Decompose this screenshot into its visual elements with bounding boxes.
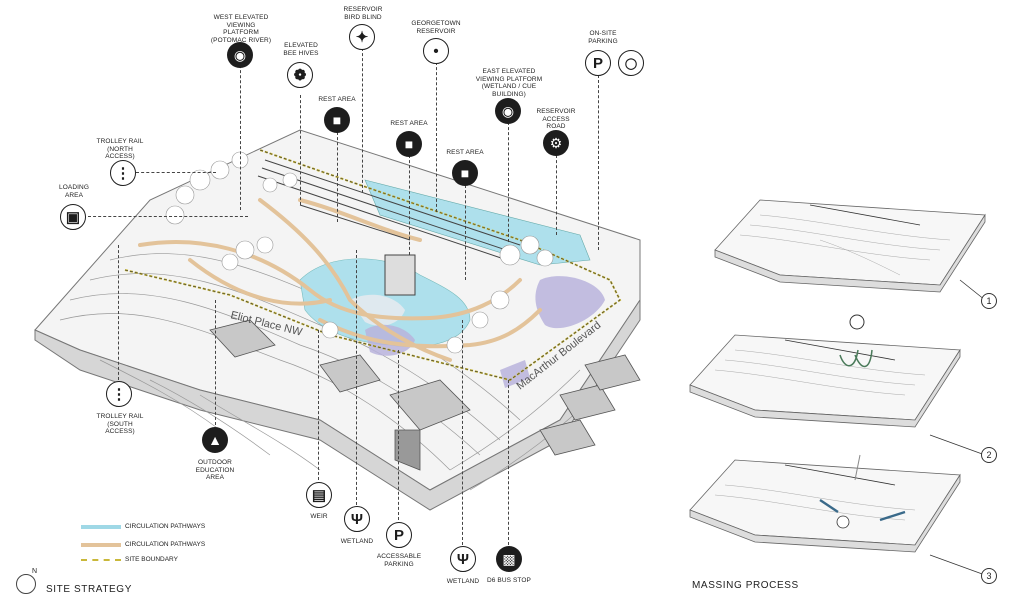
leader-accessible-parking xyxy=(398,350,399,520)
label-accessible-parking: ACCESSABLE PARKING xyxy=(376,553,422,568)
binoculars-icon: ◉ xyxy=(495,98,521,124)
circulation-paths-orange xyxy=(138,198,542,362)
massing-diagram-3 xyxy=(689,454,961,553)
north-arrow xyxy=(16,574,36,594)
leader-trolley-north xyxy=(136,172,216,173)
leader-reservoir xyxy=(436,62,437,212)
label-wetland-1: WETLAND xyxy=(340,538,374,545)
massing-step-2: 2 xyxy=(981,447,997,463)
bicycle-icon: ◯ xyxy=(618,50,644,76)
massing-leader-3 xyxy=(929,554,986,576)
leader-wetland-1 xyxy=(356,250,357,505)
parking-icon: P xyxy=(585,50,611,76)
parking-zone xyxy=(535,276,605,329)
wetland-icon: Ψ xyxy=(450,546,476,572)
label-rest-area-3: REST AREA xyxy=(446,149,484,156)
legend-swatch-orange xyxy=(81,543,121,547)
leader-bee-hives xyxy=(300,95,301,205)
wetland-icon: Ψ xyxy=(344,506,370,532)
label-outdoor-education: OUTDOOR EDUCATION AREA xyxy=(195,459,235,481)
legend-item-blue: CIRCULATION PATHWAYS xyxy=(81,523,206,530)
water-drop-icon: • xyxy=(423,38,449,64)
label-bird-blind: RESERVOIR BIRD BLIND xyxy=(343,6,383,21)
footprints-icon: ⋮ xyxy=(106,381,132,407)
leader-east-platform xyxy=(508,122,509,242)
label-bus-stop: D6 BUS STOP xyxy=(487,577,531,584)
accessible-parking-icon: P xyxy=(386,522,412,548)
legend-item-orange: CIRCULATION PATHWAYS xyxy=(81,541,206,548)
massing-diagram-1 xyxy=(714,199,986,293)
leader-bus-stop xyxy=(508,380,509,545)
label-access-road: RESERVOIR ACCESS ROAD xyxy=(536,108,576,130)
rest-area-icon: ■ xyxy=(452,160,478,186)
cart-icon: ▣ xyxy=(60,204,86,230)
label-on-site-parking: ON-SITE PARKING xyxy=(588,30,618,45)
legend-item-boundary: SITE BOUNDARY xyxy=(81,556,178,563)
massing-step-3: 3 xyxy=(981,568,997,584)
reservoir-structure xyxy=(257,159,521,296)
leader-rest-area-2 xyxy=(409,155,410,255)
site-boundary-inner xyxy=(124,149,621,381)
label-rest-area-2: REST AREA xyxy=(390,120,428,127)
north-label: N xyxy=(32,568,38,575)
bus-zone xyxy=(500,360,530,388)
massing-diagram-2 xyxy=(689,334,961,428)
legend-label-boundary: SITE BOUNDARY xyxy=(125,556,178,563)
bird-blind-mini-icon xyxy=(849,314,865,330)
leader-weir xyxy=(318,330,319,480)
label-loading-area: LOADING AREA xyxy=(59,184,89,199)
weir-icon: ▤ xyxy=(306,482,332,508)
legend-label-orange: CIRCULATION PATHWAYS xyxy=(125,541,206,548)
label-bee-hives: ELEVATED BEE HIVES xyxy=(283,42,319,57)
massing-leader-2 xyxy=(929,434,986,456)
leader-rest-area-1 xyxy=(337,132,338,222)
footprints-icon: ⋮ xyxy=(110,160,136,186)
legend-swatch-blue xyxy=(81,525,121,529)
bird-icon: ✦ xyxy=(349,24,375,50)
plaza-zone xyxy=(365,324,415,356)
leader-parking xyxy=(598,75,599,250)
leader-trolley-south xyxy=(118,245,119,380)
leader-bird-blind xyxy=(362,48,363,193)
massing-leader-1 xyxy=(959,279,986,301)
rest-area-icon: ■ xyxy=(324,107,350,133)
label-rest-area-1: REST AREA xyxy=(318,96,356,103)
graduation-cap-icon: ▲ xyxy=(202,427,228,453)
trees xyxy=(165,151,554,354)
leader-access-road xyxy=(556,155,557,235)
legend-swatch-boundary xyxy=(81,559,121,561)
leader-education xyxy=(215,300,216,425)
leader-wetland-2 xyxy=(462,320,463,545)
bus-icon: ▩ xyxy=(496,546,522,572)
rest-area-icon: ■ xyxy=(396,131,422,157)
label-west-platform: WEST ELEVATED VIEWING PLATFORM (POTOMAC … xyxy=(210,14,272,44)
buildings xyxy=(209,319,641,471)
label-trolley-north: TROLLEY RAIL (NORTH ACCESS) xyxy=(96,138,144,160)
bee-icon: ❁ xyxy=(287,62,313,88)
label-east-platform: EAST ELEVATED VIEWING PLATFORM (WETLAND … xyxy=(475,68,543,98)
leader-rest-area-3 xyxy=(465,185,466,280)
binoculars-icon: ◉ xyxy=(227,42,253,68)
site-strategy-title: SITE STRATEGY xyxy=(46,584,132,595)
massing-process-title: MASSING PROCESS xyxy=(692,580,799,591)
massing-step-1: 1 xyxy=(981,293,997,309)
label-reservoir: GEORGETOWN RESERVOIR xyxy=(411,20,461,35)
label-weir: WEIR xyxy=(310,513,328,520)
legend-label-blue: CIRCULATION PATHWAYS xyxy=(125,523,206,530)
leader-loading xyxy=(88,216,248,217)
gear-icon: ⚙ xyxy=(543,130,569,156)
label-wetland-2: WETLAND xyxy=(446,578,480,585)
label-trolley-south: TROLLEY RAIL (SOUTH ACCESS) xyxy=(96,413,144,435)
leader-west-platform xyxy=(240,60,241,210)
